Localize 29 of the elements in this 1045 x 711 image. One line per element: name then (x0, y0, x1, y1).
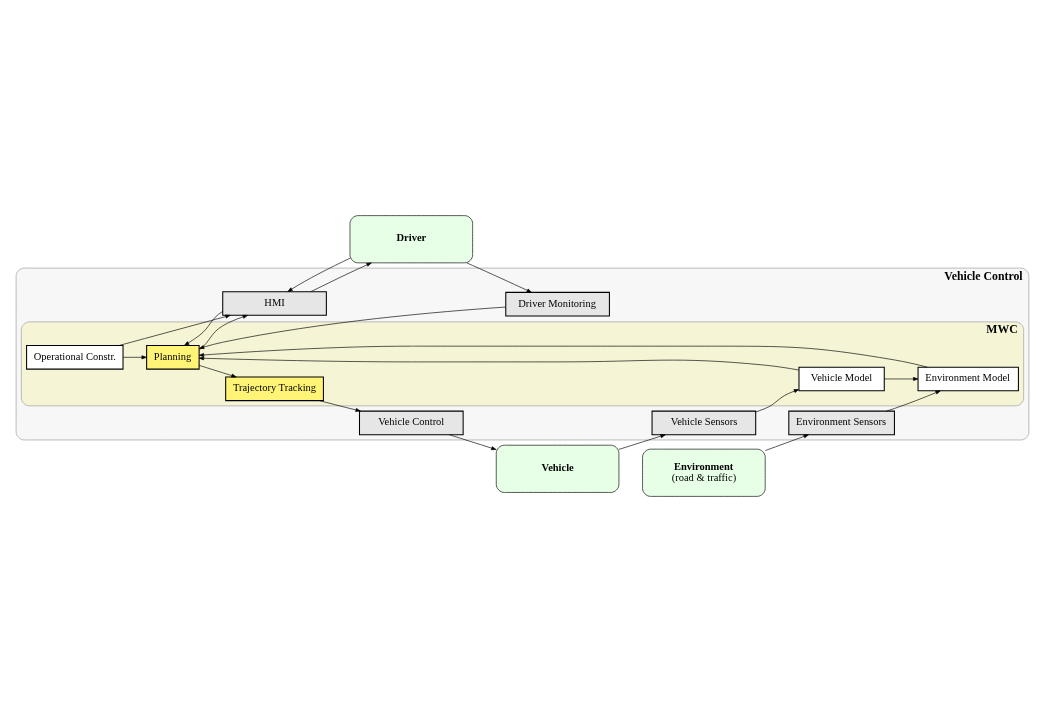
arrow (118, 314, 231, 346)
node-box: Vehicle Sensors (651, 410, 757, 435)
arrow (287, 257, 351, 292)
arrow (199, 306, 506, 349)
arrow (198, 355, 800, 370)
node-box: Vehicle (495, 444, 620, 493)
arrow (122, 354, 147, 359)
node-box: Vehicle Model (798, 366, 885, 391)
arrow (448, 433, 497, 450)
arrow (310, 262, 372, 292)
arrow (886, 389, 941, 411)
arrow (466, 262, 532, 293)
node-box: Driver (349, 214, 473, 263)
node-box: Environment Model (917, 366, 1019, 391)
node-box: Vehicle Control (358, 410, 464, 435)
arrow (618, 433, 666, 450)
arrow (198, 345, 928, 367)
arrow (755, 388, 800, 412)
node-box: Environment Sensors (788, 410, 895, 435)
arrow (199, 314, 248, 350)
arrow (198, 364, 237, 377)
arrow (319, 399, 361, 412)
node-box: Operational Constr. (26, 344, 124, 370)
arrow (184, 310, 224, 346)
node-box: Environment (road & traffic) (642, 448, 766, 497)
node-box: Planning (146, 344, 200, 370)
arrow (765, 433, 809, 451)
node-box: Driver Monitoring (505, 291, 610, 316)
arrow (884, 376, 919, 381)
